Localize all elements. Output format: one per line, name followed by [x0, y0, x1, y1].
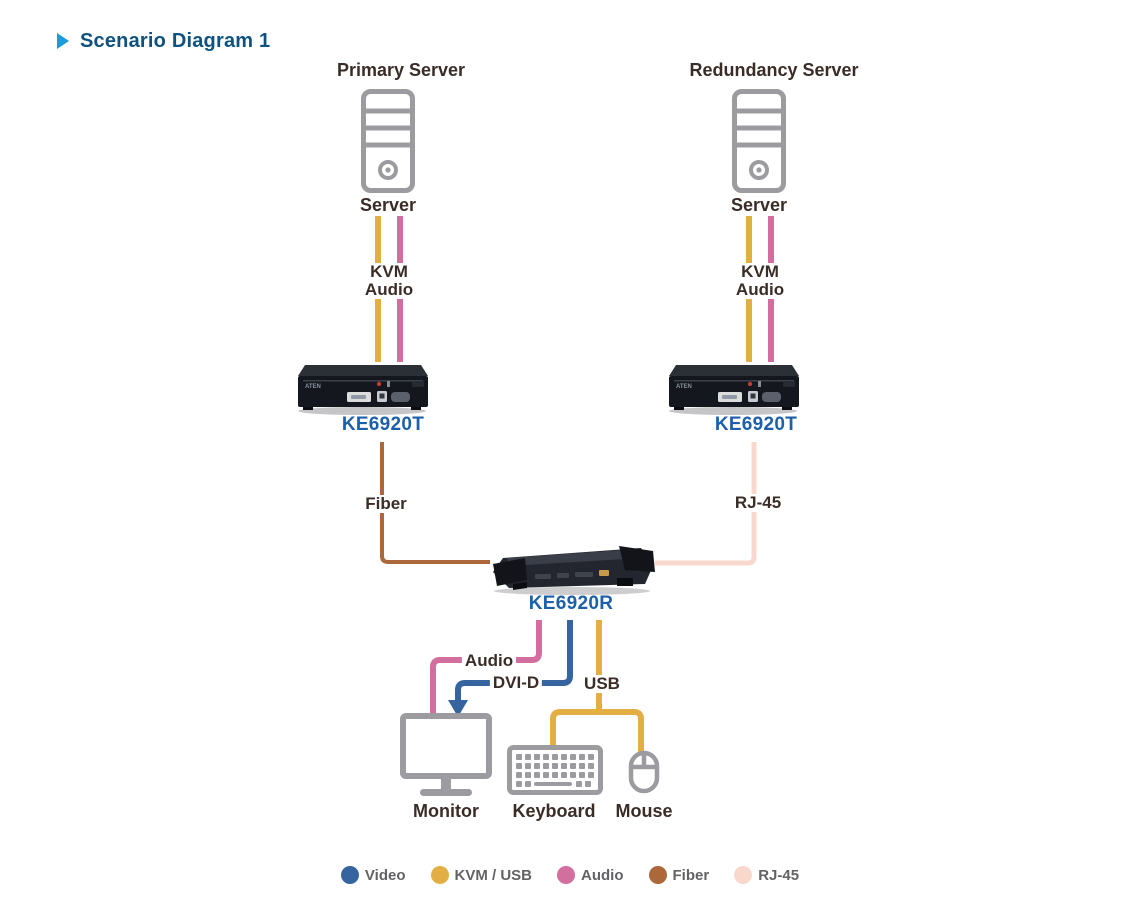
ke6920t-right-label: KE6920T	[714, 414, 798, 435]
legend-item-fiber: Fiber	[648, 866, 710, 884]
legend: Video KVM / USB Audio Fiber RJ-45	[0, 866, 1140, 884]
title-arrow-icon	[57, 33, 69, 49]
audio-label-right: Audio	[732, 281, 788, 299]
redundancy-server-caption: Server	[727, 195, 791, 216]
video-color-dot-icon	[340, 866, 359, 884]
ke6920t-right-device: ATEN	[669, 365, 799, 415]
kvm-label-left: KVM	[367, 263, 411, 281]
kvm-label-right: KVM	[738, 263, 782, 281]
rj45-label: RJ-45	[731, 494, 785, 512]
legend-item-kvm-usb: KVM / USB	[430, 866, 533, 884]
keyboard-label: Keyboard	[512, 801, 596, 821]
page-title: Scenario Diagram 1	[80, 30, 271, 52]
usb-label: USB	[581, 675, 623, 693]
led-icon	[747, 381, 753, 387]
device-brand-text: ATEN	[305, 384, 321, 390]
ke6920r-device	[493, 546, 655, 595]
kvm-usb-color-dot-icon	[430, 866, 449, 884]
monitor-icon	[400, 713, 492, 796]
legend-label: Fiber	[672, 866, 710, 884]
serial-port-icon	[391, 392, 410, 402]
ke6920t-left-device: ATEN	[298, 365, 428, 415]
redundancy-server-title: Redundancy Server	[689, 60, 859, 80]
legend-label: RJ-45	[758, 866, 800, 884]
ke6920t-left-label: KE6920T	[341, 414, 425, 435]
audio-out-label: Audio	[461, 652, 517, 670]
rj45-color-dot-icon	[734, 866, 753, 884]
audio-color-dot-icon	[557, 866, 576, 884]
mouse-icon	[628, 750, 660, 794]
device-brand-text: ATEN	[676, 384, 692, 390]
ke6920r-label: KE6920R	[528, 593, 614, 614]
primary-server-title: Primary Server	[336, 60, 466, 80]
serial-port-icon	[762, 392, 781, 402]
legend-label: KVM / USB	[454, 866, 533, 884]
server-tower-icon	[732, 89, 786, 193]
legend-label: Audio	[581, 866, 624, 884]
legend-item-video: Video	[340, 866, 406, 884]
dvi-label: DVI-D	[489, 674, 543, 692]
server-tower-icon	[361, 89, 415, 193]
legend-label: Video	[364, 866, 406, 884]
monitor-label: Monitor	[413, 801, 479, 821]
legend-item-rj45: RJ-45	[734, 866, 799, 884]
fiber-color-dot-icon	[648, 866, 667, 884]
audio-label-left: Audio	[361, 281, 417, 299]
fiber-label: Fiber	[362, 495, 410, 513]
legend-item-audio: Audio	[557, 866, 624, 884]
fiber-port-icon	[599, 570, 609, 576]
primary-server-caption: Server	[356, 195, 420, 216]
mouse-label: Mouse	[615, 801, 673, 821]
led-icon	[376, 381, 382, 387]
keyboard-icon	[507, 745, 603, 795]
